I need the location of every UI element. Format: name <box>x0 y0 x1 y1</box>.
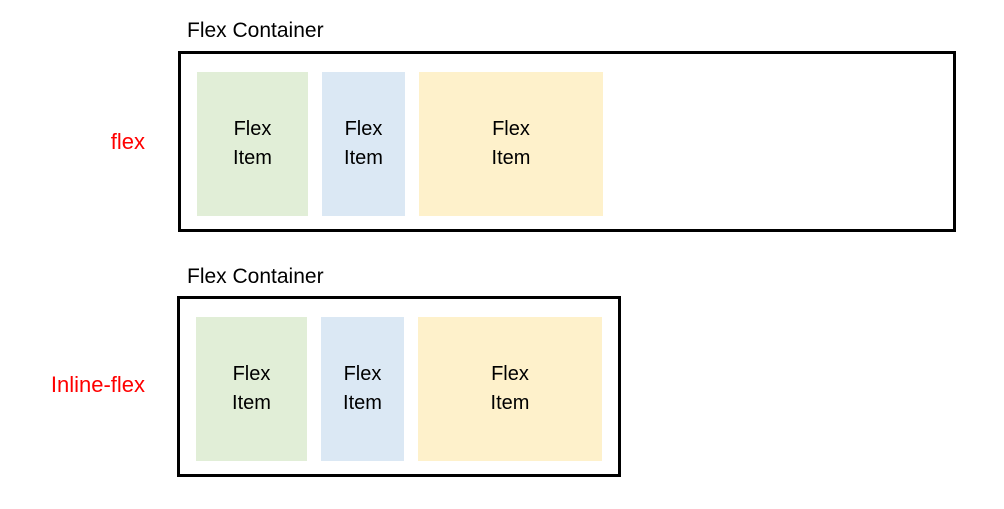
inline-flex-item-blue: Flex Item <box>321 317 404 461</box>
inline-flex-container-title: Flex Container <box>187 265 324 288</box>
inline-flex-item-green: Flex Item <box>196 317 307 461</box>
inline-flex-label: Inline-flex <box>50 372 145 397</box>
flex-item-yellow: Flex Item <box>419 72 603 216</box>
flex-container-box: Flex Item Flex Item Flex Item <box>178 51 956 232</box>
inline-flex-item-yellow: Flex Item <box>418 317 602 461</box>
flex-label: flex <box>110 129 145 154</box>
inline-flex-container-box: Flex Item Flex Item Flex Item <box>177 296 621 477</box>
flex-item-blue: Flex Item <box>322 72 405 216</box>
flex-container-title: Flex Container <box>187 19 324 42</box>
flex-item-green: Flex Item <box>197 72 308 216</box>
